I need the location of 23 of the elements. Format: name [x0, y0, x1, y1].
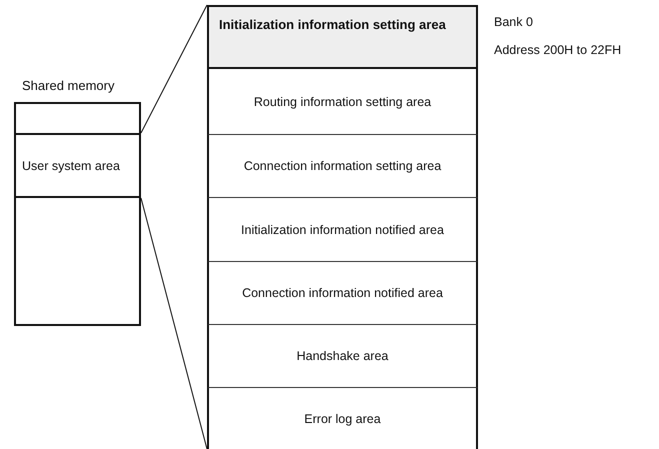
memory-area-row	[207, 135, 478, 198]
memory-block	[14, 102, 141, 135]
memory-block	[14, 196, 141, 326]
column-heading: Shared memory	[22, 78, 114, 93]
area-label: Error log area	[303, 412, 382, 426]
zoom-line	[140, 4, 208, 134]
memory-block	[14, 133, 141, 198]
area-label: Initialization information notified area	[240, 222, 445, 236]
zoom-line	[140, 198, 208, 449]
area-label: Connection information setting area	[242, 159, 442, 173]
area-label: Routing information setting area	[252, 94, 432, 108]
header-row	[207, 5, 478, 69]
area-label: User system area	[22, 158, 120, 172]
area-label: Initialization information setting area	[219, 16, 447, 34]
memory-area-row	[207, 69, 478, 135]
bank-label: Bank 0	[494, 15, 533, 29]
memory-area-row	[207, 198, 478, 262]
memory-area-row	[207, 388, 478, 449]
address-label: Address 200H to 22FH	[494, 43, 622, 57]
memory-area-row	[207, 325, 478, 388]
memory-area-row	[207, 262, 478, 325]
area-label: Connection information notified area	[241, 286, 444, 300]
area-label: Handshake area	[296, 349, 390, 363]
